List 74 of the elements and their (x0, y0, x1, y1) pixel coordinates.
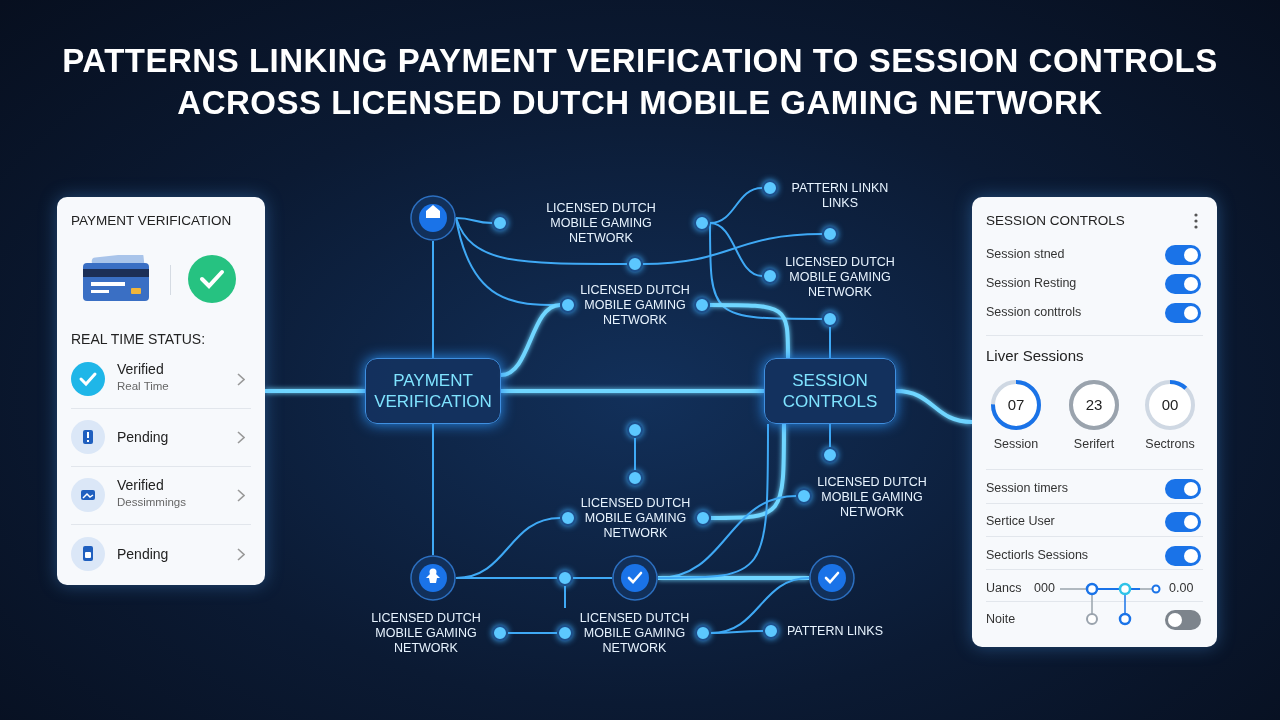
ring-label: Serifert (1072, 437, 1116, 451)
connector-line (507, 632, 558, 634)
setting-label: Session timers (986, 481, 1068, 495)
person-icon (410, 555, 456, 601)
house-icon (410, 195, 456, 241)
fiber-bundle (501, 389, 764, 393)
setting-label: Noite (986, 612, 1016, 626)
section-heading: REAL TIME STATUS: (71, 331, 206, 347)
connector-dot (627, 422, 643, 438)
setting-label: Session Resting (986, 276, 1077, 290)
slider-value: 000 (1034, 581, 1055, 595)
network-label: LICENSED DUTCH MOBILE GAMING NETWORK (784, 254, 896, 300)
connector-line (642, 233, 823, 265)
setting-label: Sectiorls Sessions (986, 548, 1089, 562)
connector-dot (822, 226, 838, 242)
setting-label: Sertice User (986, 514, 1055, 528)
connector-dot (822, 447, 838, 463)
network-label: PATTERN LINKS (785, 623, 885, 639)
network-label: LICENSED DUTCH MOBILE GAMING NETWORK (578, 610, 691, 656)
connector-line (829, 326, 831, 359)
connector-line (455, 217, 628, 265)
connector-line (432, 240, 434, 359)
ring-value: 00 (1160, 396, 1180, 413)
connector-dot (627, 470, 643, 486)
network-label: LICENSED DUTCH MOBILE GAMING NETWORK (370, 610, 482, 656)
status-detail: Dessimmings (117, 496, 186, 508)
setting-label: Uancs (986, 581, 1022, 595)
fiber-bundle (895, 389, 973, 424)
card-title: SESSION CONTROLS (986, 213, 1125, 228)
status-card (57, 197, 265, 585)
network-label: LICENSED DUTCH MOBILE GAMING NETWORK (545, 200, 657, 246)
connector-line (572, 577, 613, 579)
section-heading: Liver Sessions (986, 347, 1084, 364)
connector-line (829, 423, 831, 448)
connector-dot (557, 570, 573, 586)
connector-line (455, 577, 558, 579)
status-detail: Real Time (117, 380, 169, 392)
network-label: PATTERN LINKN LINKS (790, 181, 890, 211)
connector-line (709, 222, 763, 277)
network-label: LICENSED DUTCH MOBILE GAMING NETWORK (816, 474, 928, 520)
status-label: Verified (117, 361, 164, 377)
ring-label: Sectrons (1144, 437, 1196, 451)
connector-line (634, 437, 636, 471)
fiber-bundle (500, 303, 561, 377)
connector-line (709, 222, 823, 320)
check-icon (612, 555, 658, 601)
connector-line (657, 423, 769, 579)
process-box: PAYMENT VERIFICATION (365, 358, 501, 424)
status-label: Pending (117, 546, 169, 562)
network-label: LICENSED DUTCH MOBILE GAMING NETWORK (579, 495, 692, 541)
status-label: Verified (117, 477, 164, 493)
connector-line (455, 217, 493, 224)
connector-line (564, 585, 566, 609)
network-label: LICENSED DUTCH MOBILE GAMING NETWORK (579, 282, 691, 328)
fiber-bundle (265, 389, 365, 393)
page-title: PATTERNS LINKING PAYMENT VERIFICATION TO SESSION CONTROLS ACROSS LICENSED DUTCH MOBILE GAMING NETWORK (61, 41, 1219, 123)
connector-dot (822, 311, 838, 327)
setting-label: Session stned (986, 247, 1065, 261)
setting-label: Session conttrols (986, 305, 1082, 319)
ring-value: 23 (1084, 396, 1104, 413)
slider-value: 0.00 (1169, 581, 1194, 595)
connector-line (432, 423, 434, 556)
ring-value: 07 (1006, 396, 1026, 413)
check-icon (809, 555, 855, 601)
settings-card (972, 197, 1217, 647)
fiber-bundle (711, 424, 786, 520)
connector-dot (627, 256, 643, 272)
process-box: SESSION CONTROLS (764, 358, 896, 424)
status-label: Pending (117, 429, 169, 445)
card-title: PAYMENT VERIFICATION (71, 213, 232, 228)
ring-label: Session (992, 437, 1040, 451)
connector-line (710, 630, 764, 634)
fiber-bundle (658, 576, 809, 580)
fiber-bundle (710, 303, 790, 358)
